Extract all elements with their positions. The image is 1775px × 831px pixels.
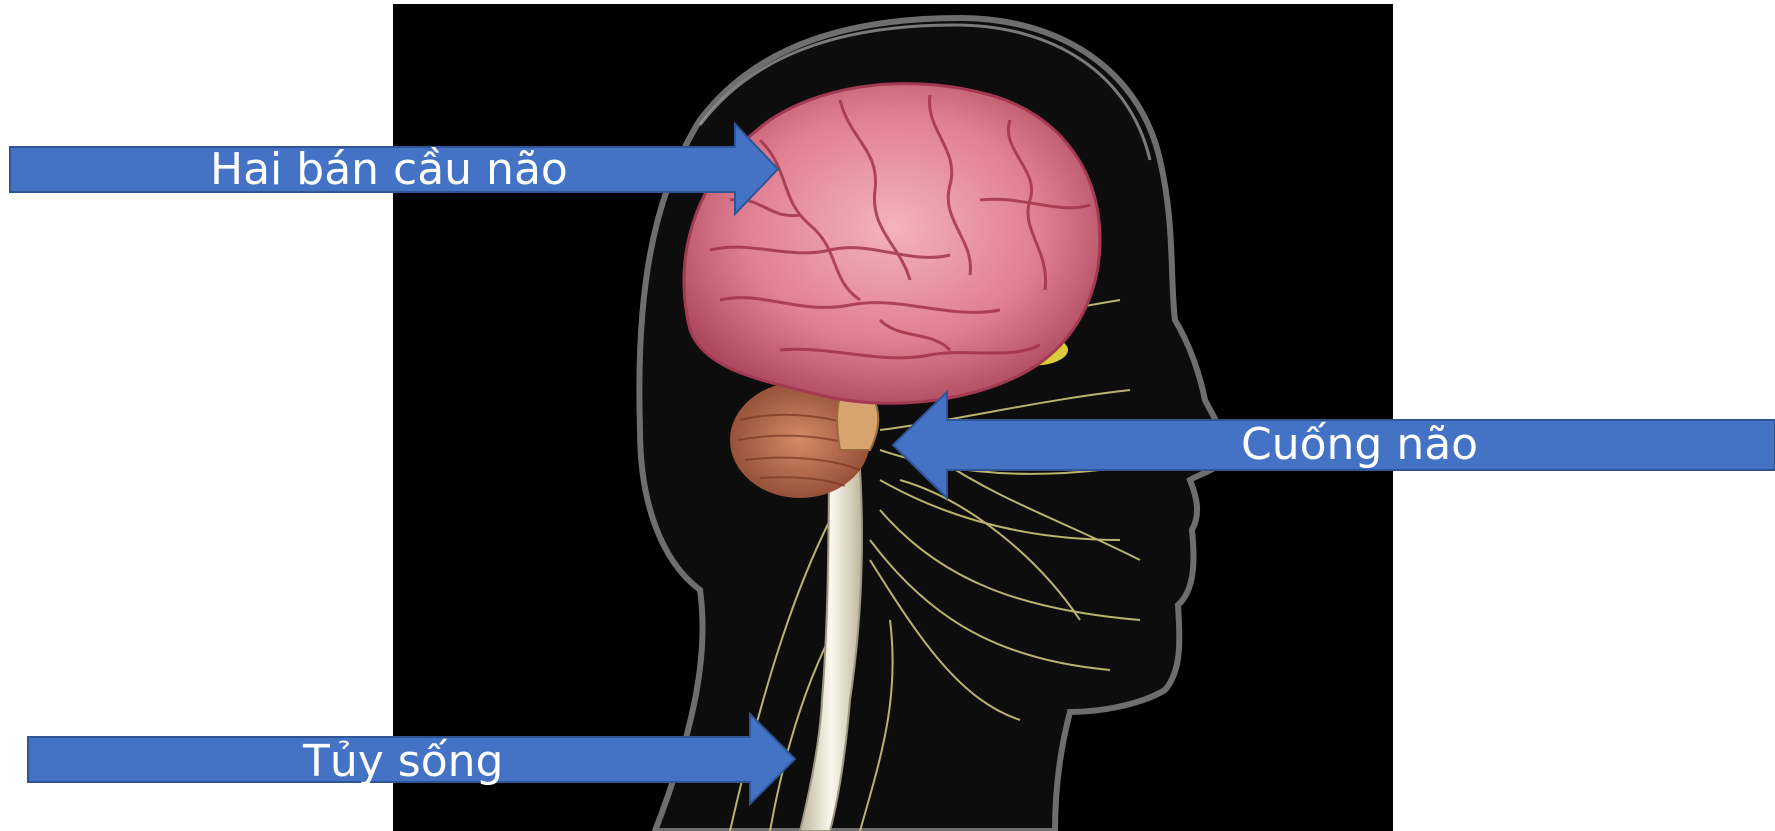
label-peduncle: Cuống não [1241, 423, 1478, 467]
label-hemispheres: Hai bán cầu não [210, 148, 568, 192]
label-spinal-cord: Tủy sống [303, 740, 503, 784]
